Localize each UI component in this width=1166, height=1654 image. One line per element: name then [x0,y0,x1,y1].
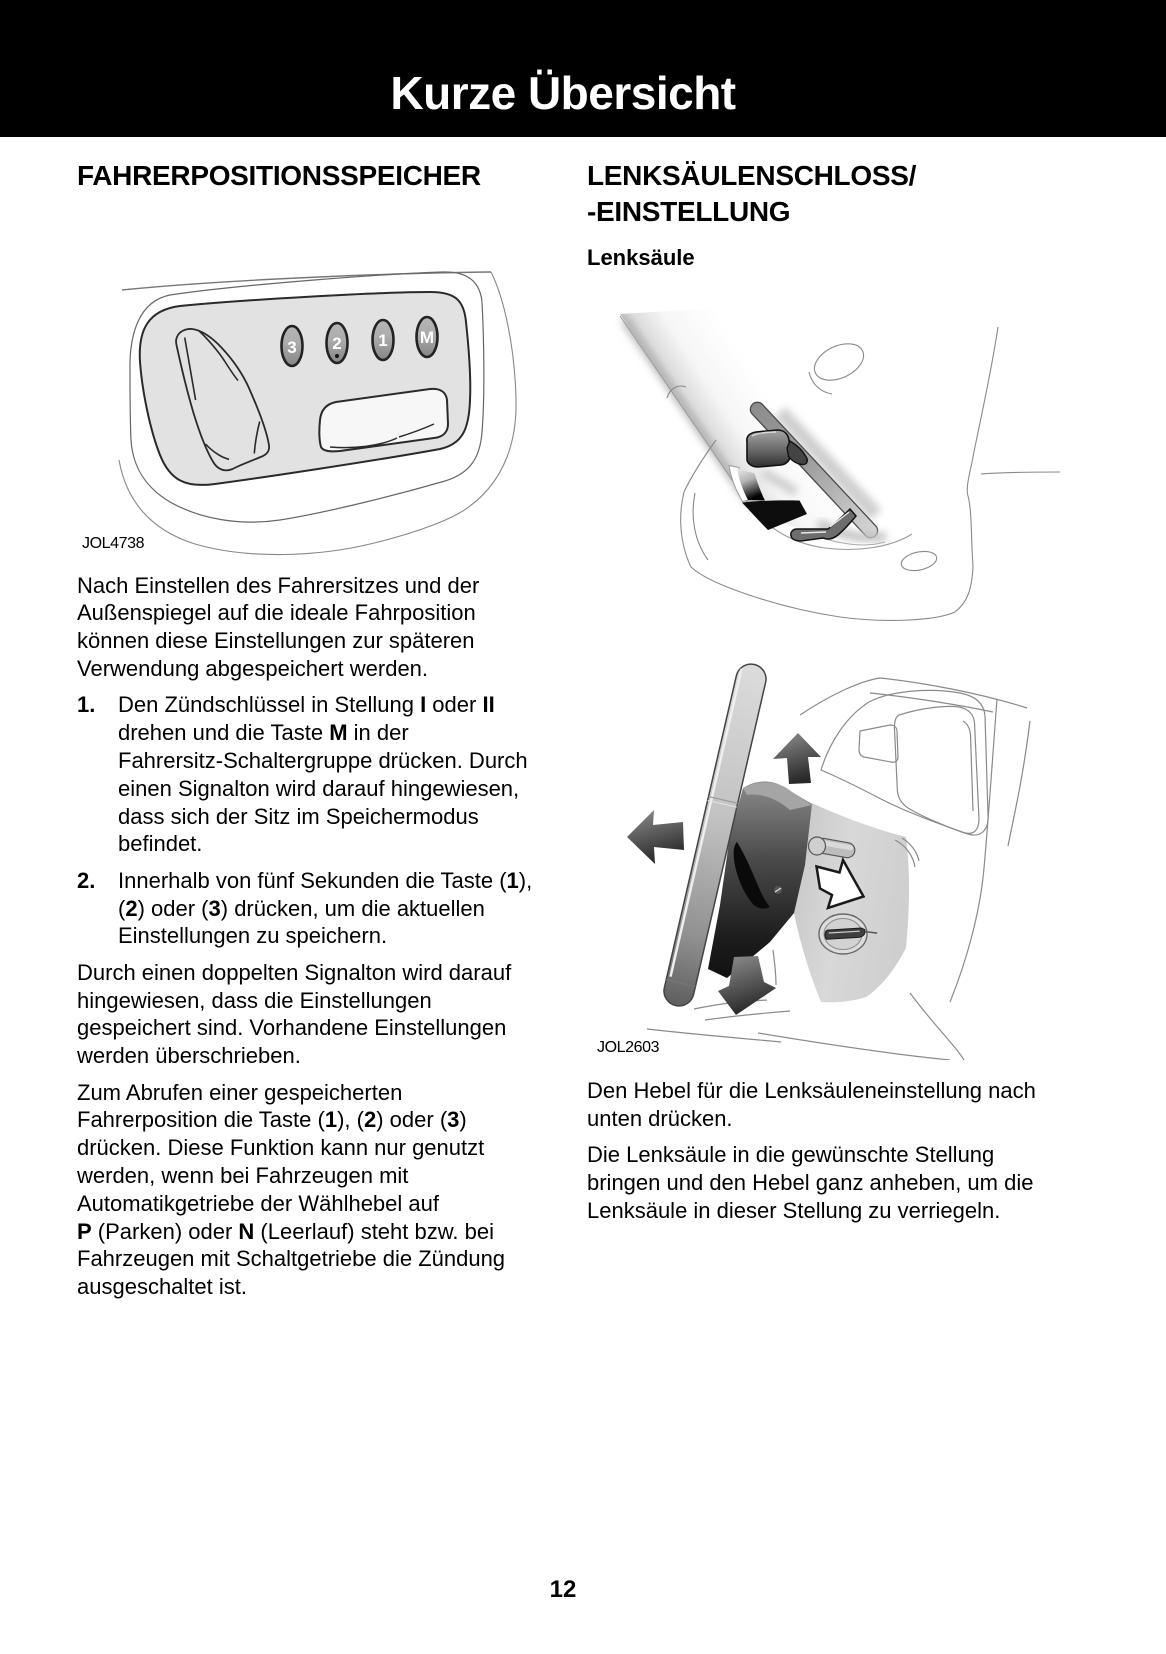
svg-text:2: 2 [332,334,341,353]
svg-text:3: 3 [287,338,296,357]
svg-text:1: 1 [378,331,387,350]
svg-text:M: M [420,328,434,347]
